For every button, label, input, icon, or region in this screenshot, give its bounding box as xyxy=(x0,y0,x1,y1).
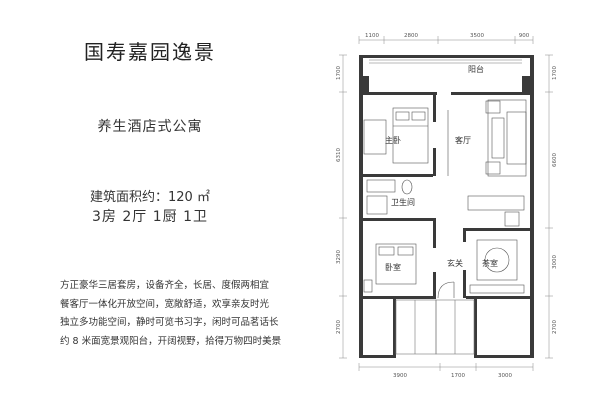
living-furniture xyxy=(447,99,527,177)
dim-top-1: 1100 xyxy=(365,33,379,39)
dim-top-2: 2800 xyxy=(404,33,418,39)
bottom-balconies xyxy=(395,299,475,355)
room-bedroom: 卧室 xyxy=(385,262,401,272)
walls xyxy=(359,55,534,358)
dim-left-1: 1700 xyxy=(336,66,342,80)
project-subtitle: 养生酒店式公寓 xyxy=(97,119,203,135)
master-bed xyxy=(363,107,429,164)
dim-top-3: 3500 xyxy=(470,33,484,39)
dim-right-2: 6600 xyxy=(552,153,558,167)
dim-bottom-1: 3900 xyxy=(393,373,407,379)
dim-right-3: 3000 xyxy=(552,255,558,269)
dining-furniture xyxy=(467,195,525,227)
second-bed xyxy=(363,243,417,293)
dim-bottom-2: 1700 xyxy=(451,373,465,379)
dim-bottom-3: 3000 xyxy=(498,373,512,379)
room-entrance: 玄关 xyxy=(447,258,463,268)
room-master-bedroom: 主卧 xyxy=(385,135,401,145)
balcony-window xyxy=(369,59,522,64)
tea-table xyxy=(469,239,525,294)
dimension-lines xyxy=(339,36,553,371)
entrance-door xyxy=(437,281,455,299)
dim-left-3: 3290 xyxy=(336,250,342,264)
room-tea: 茶室 xyxy=(482,258,498,268)
dim-right-1: 1700 xyxy=(552,66,558,80)
dim-top-4: 900 xyxy=(519,33,530,39)
bathroom-fixtures xyxy=(366,179,413,215)
dim-right-4: 2700 xyxy=(552,320,558,334)
description-line: 餐客厅一体化开放空间，宽敞舒适，欢享亲友时光 xyxy=(60,298,270,310)
description: 方正豪华三居套房，设备齐全，长居、度假两相宜 餐客厅一体化开放空间，宽敞舒适，欢… xyxy=(60,277,282,351)
dim-left-2: 6310 xyxy=(336,148,342,162)
dim-left-4: 2700 xyxy=(336,320,342,334)
description-line: 独立多功能空间，静时可览书习字，闲时可品茗话长 xyxy=(60,317,279,328)
room-living: 客厅 xyxy=(455,135,471,145)
building-area: 建筑面积约：120 ㎡ xyxy=(90,190,210,205)
project-title: 国寿嘉园逸景 xyxy=(84,40,216,64)
info-panel: 国寿嘉园逸景 养生酒店式公寓 建筑面积约：120 ㎡ 3房 2厅 1厨 1卫 方… xyxy=(60,40,282,351)
description-line: 约 8 米面宽景观阳台，开阔视野，拾得万物四时美景 xyxy=(60,335,282,347)
room-balcony: 阳台 xyxy=(468,64,484,74)
room-bathroom: 卫生间 xyxy=(391,197,415,207)
unit-layout: 3房 2厅 1厨 1卫 xyxy=(92,209,208,225)
description-line: 方正豪华三居套房，设备齐全，长居、度假两相宜 xyxy=(60,280,270,291)
